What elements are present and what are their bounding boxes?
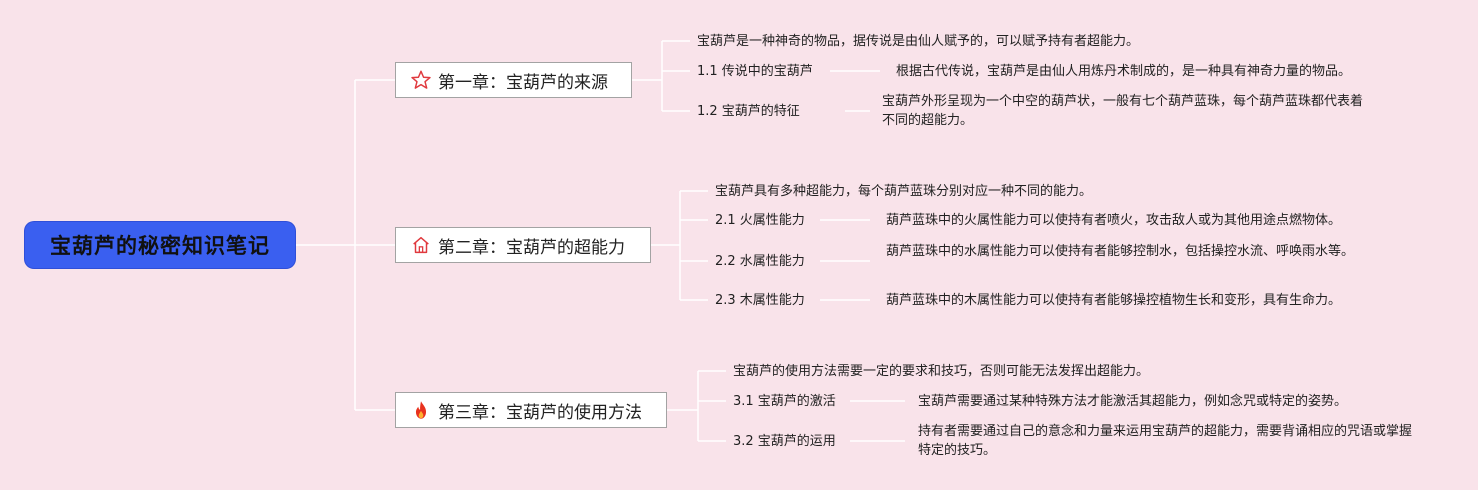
chapter-1-intro: 宝葫芦是一种神奇的物品，据传说是由仙人赋予的，可以赋予持有者超能力。 [697, 34, 1140, 49]
root-title: 宝葫芦的秘密知识笔记 [50, 234, 270, 258]
chapter-3-node[interactable]: 第三章：宝葫芦的使用方法 [395, 392, 667, 428]
section-2-2-detail: 葫芦蓝珠中的水属性能力可以使持有者能够控制水，包括操控水流、呼唤雨水等。 [886, 244, 1355, 259]
section-2-1-detail: 葫芦蓝珠中的火属性能力可以使持有者喷火，攻击敌人或为其他用途点燃物体。 [886, 213, 1342, 228]
chapter-2-title: 第二章：宝葫芦的超能力 [438, 237, 625, 258]
section-2-1-label: 2.1 火属性能力 [715, 213, 805, 228]
section-3-2-detail: 持有者需要通过自己的意念和力量来运用宝葫芦的超能力，需要背诵相应的咒语或掌握特定… [918, 424, 1413, 458]
chapter-3-title: 第三章：宝葫芦的使用方法 [438, 402, 642, 423]
chapter-2-intro: 宝葫芦具有多种超能力，每个葫芦蓝珠分别对应一种不同的能力。 [715, 184, 1093, 199]
root-topic[interactable]: 宝葫芦的秘密知识笔记 [25, 222, 295, 268]
section-3-1-label: 3.1 宝葫芦的激活 [733, 394, 836, 409]
section-1-2-detail: 宝葫芦外形呈现为一个中空的葫芦状，一般有七个葫芦蓝珠，每个葫芦蓝珠都代表着不同的… [882, 94, 1364, 128]
section-2-3-detail: 葫芦蓝珠中的木属性能力可以使持有者能够操控植物生长和变形，具有生命力。 [886, 293, 1342, 308]
chapter-2-node[interactable]: 第二章：宝葫芦的超能力 [395, 227, 651, 263]
section-3-1-detail: 宝葫芦需要通过某种特殊方法才能激活其超能力，例如念咒或特定的姿势。 [918, 394, 1348, 409]
chapter-1-title: 第一章：宝葫芦的来源 [438, 72, 608, 93]
chapter-3-intro: 宝葫芦的使用方法需要一定的要求和技巧，否则可能无法发挥出超能力。 [733, 364, 1150, 379]
section-3-2-label: 3.2 宝葫芦的运用 [733, 434, 836, 449]
home-icon [410, 234, 432, 256]
section-1-1-detail: 根据古代传说，宝葫芦是由仙人用炼丹术制成的，是一种具有神奇力量的物品。 [896, 64, 1352, 79]
fire-icon [410, 399, 432, 421]
star-icon [410, 69, 432, 91]
section-2-3-label: 2.3 木属性能力 [715, 293, 805, 308]
section-1-1-label: 1.1 传说中的宝葫芦 [697, 64, 813, 79]
section-2-2-label: 2.2 水属性能力 [715, 254, 805, 269]
chapter-1-node[interactable]: 第一章：宝葫芦的来源 [395, 62, 632, 98]
section-1-2-label: 1.2 宝葫芦的特征 [697, 104, 800, 119]
